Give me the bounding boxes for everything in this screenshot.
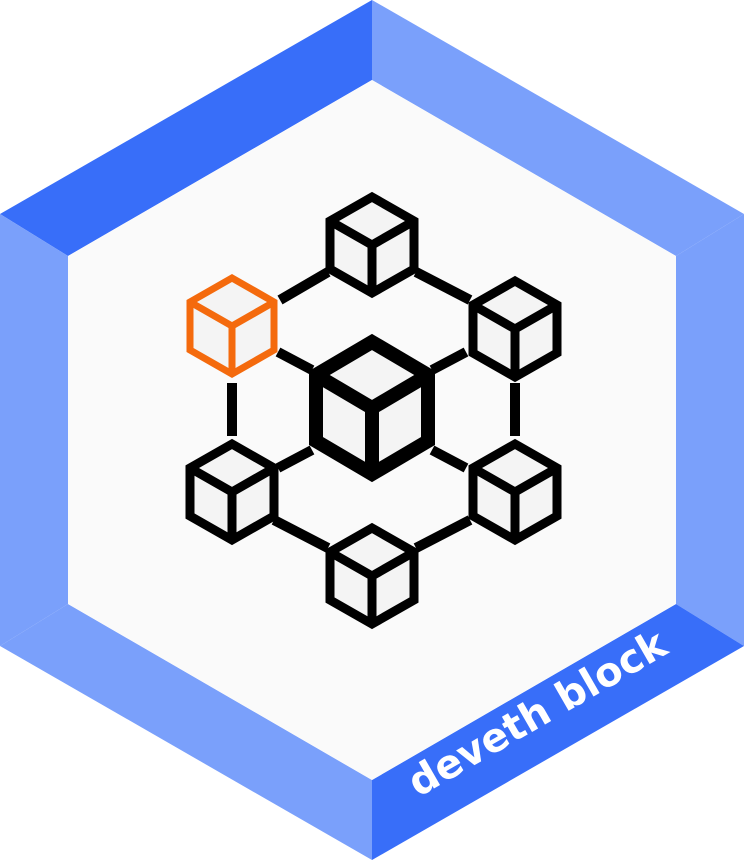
link-bottomright-bottom [413,515,473,553]
hex-border-top-right [372,0,744,256]
block-icon [325,522,419,630]
blockchain-network-icon [185,191,562,630]
link-topleft-top [277,267,331,305]
link-center-topright [429,347,469,375]
highlighted-block-icon [186,273,278,379]
block-icon [185,438,279,546]
link-top-topright [413,267,473,305]
link-center-bottomright [429,445,469,473]
block-icon [325,191,419,299]
hex-border-left [0,214,68,646]
link-center-bottomleft [275,445,315,473]
network-links [227,267,520,553]
hex-border-top-left [0,0,372,256]
hex-border-bottom-left [0,604,372,860]
link-bottom-bottomleft [271,515,331,553]
hex-border-right [676,214,744,646]
hex-border-bottom-right [372,604,744,860]
center-block-icon [309,333,435,483]
block-icon [468,438,562,546]
link-center-topleft [275,347,315,375]
block-icon [468,275,562,383]
